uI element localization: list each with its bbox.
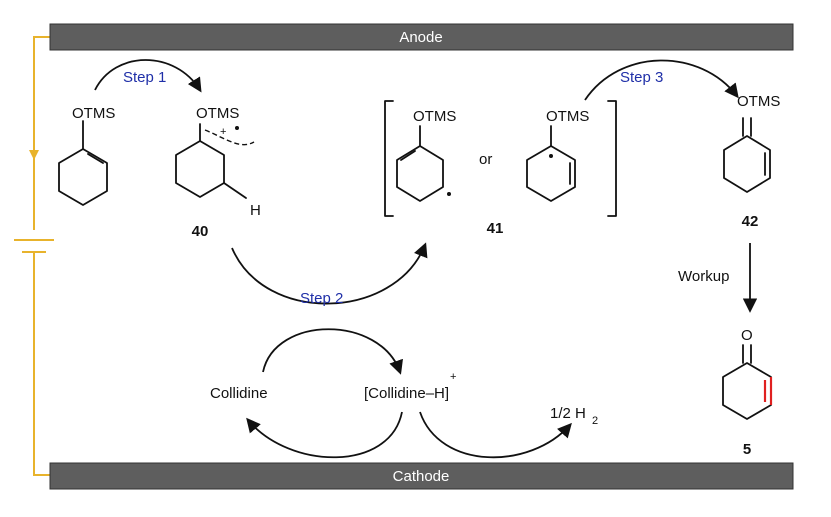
radical-dot bbox=[447, 192, 451, 196]
radical-cation-h: H bbox=[250, 202, 261, 219]
radical-41b: OTMS bbox=[526, 108, 589, 202]
step3-label: Step 3 bbox=[620, 69, 663, 86]
svg-text:1/2 H: 1/2 H bbox=[550, 405, 586, 422]
enol-ether-otms: OTMS bbox=[72, 105, 115, 122]
step2-arrow bbox=[231, 242, 428, 305]
enone-oxygen: O bbox=[741, 327, 753, 344]
collidine-h-label: [Collidine–H] + bbox=[364, 371, 456, 402]
radical-41b-otms: OTMS bbox=[546, 108, 589, 125]
step2-label: Step 2 bbox=[300, 290, 343, 307]
step1-arrow bbox=[94, 59, 202, 93]
cycle-arrow-bottom bbox=[246, 411, 403, 459]
cathode-bar: Cathode bbox=[49, 462, 794, 490]
radical-cation-charge: + bbox=[220, 126, 226, 138]
svg-text:2: 2 bbox=[592, 415, 598, 427]
bracket-left bbox=[384, 100, 394, 217]
oxocarbenium-charge: + bbox=[729, 87, 735, 99]
compound-40-label: 40 bbox=[192, 223, 209, 240]
radical-dot bbox=[235, 126, 239, 130]
collidine-h-charge: + bbox=[450, 371, 456, 383]
anode-label: Anode bbox=[399, 29, 442, 46]
cycle-arrow-top bbox=[262, 328, 403, 375]
step1-label: Step 1 bbox=[123, 69, 166, 86]
enol-ether: OTMS bbox=[58, 105, 115, 206]
cathode-label: Cathode bbox=[393, 468, 450, 485]
radical-dot bbox=[549, 154, 553, 158]
or-text: or bbox=[479, 151, 492, 168]
compound-41-label: 41 bbox=[487, 220, 504, 237]
h2-arrow bbox=[419, 411, 572, 459]
bracket-right bbox=[607, 100, 617, 217]
oxocarbenium-otms: OTMS bbox=[737, 93, 780, 110]
svg-text:[Collidine–H]: [Collidine–H] bbox=[364, 385, 449, 402]
enone-5: O 5 bbox=[722, 327, 773, 458]
compound-5-label: 5 bbox=[743, 441, 751, 458]
collidine-label: Collidine bbox=[210, 385, 268, 402]
oxocarbenium-42: + OTMS 42 bbox=[723, 87, 780, 230]
radical-41a-otms: OTMS bbox=[413, 108, 456, 125]
circuit-wire bbox=[14, 36, 54, 476]
hydrogen-label: 1/2 H 2 bbox=[550, 405, 598, 427]
compound-42-label: 42 bbox=[742, 213, 759, 230]
step3-arrow bbox=[584, 59, 739, 101]
anode-bar: Anode bbox=[49, 23, 794, 51]
radical-cation-otms: OTMS bbox=[196, 105, 239, 122]
radical-cation-40: OTMS + H 40 bbox=[175, 105, 261, 240]
workup-label: Workup bbox=[678, 268, 729, 285]
radical-41a: OTMS bbox=[396, 108, 456, 202]
